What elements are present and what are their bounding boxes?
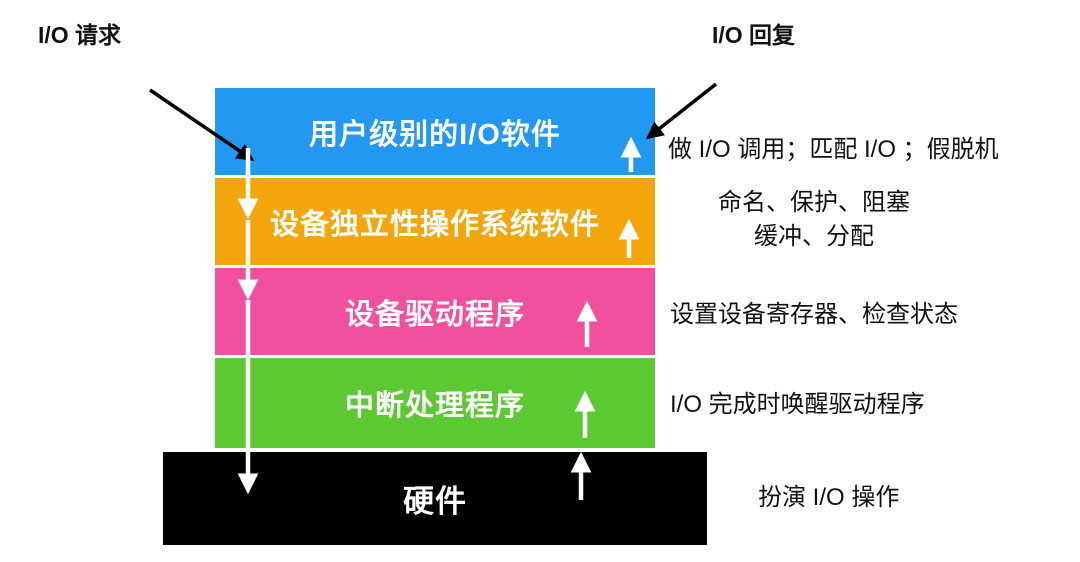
annotation-user-level-io: 做 I/O 调用；匹配 I/O ；假脱机 <box>668 133 999 167</box>
layer-hardware-label: 硬件 <box>403 484 467 519</box>
layer-device-driver: 设备驱动程序 <box>215 268 655 355</box>
layer-device-independent-os-software: 设备独立性操作系统软件 <box>215 178 655 265</box>
io-reply-arrow <box>645 82 718 140</box>
annotation-line: I/O 完成时唤醒驱动程序 <box>670 391 925 418</box>
annotation-device-driver: 设置设备寄存器、检查状态 <box>670 298 958 332</box>
layer-device-driver-label: 设备驱动程序 <box>344 298 525 331</box>
annotation-hardware: 扮演 I/O 操作 <box>758 481 899 515</box>
layer-interrupt-handler-label: 中断处理程序 <box>344 390 525 422</box>
layer-user-level-io-software-label: 用户级别的I/O软件 <box>309 118 561 151</box>
annotation-line: 做 I/O 调用；匹配 I/O ；假脱机 <box>668 136 999 163</box>
software-layer-stack: 用户级别的I/O软件 设备独立性操作系统软件 设备驱动程序 中断处理程序 <box>215 88 655 448</box>
layer-device-independent-os-software-label: 设备独立性操作系统软件 <box>269 208 600 241</box>
annotation-interrupt-handler: I/O 完成时唤醒驱动程序 <box>670 388 925 422</box>
annotation-device-independent: 命名、保护、阻塞 缓冲、分配 <box>668 186 960 254</box>
layer-user-level-io-software: 用户级别的I/O软件 <box>215 88 655 175</box>
io-request-label: I/O 请求 <box>38 22 122 48</box>
io-reply-label: I/O 回复 <box>712 22 796 48</box>
annotation-line: 设置设备寄存器、检查状态 <box>670 301 958 328</box>
layer-interrupt-handler: 中断处理程序 <box>215 358 655 448</box>
annotation-line: 缓冲、分配 <box>754 223 874 250</box>
layer-hardware: 硬件 <box>163 452 707 545</box>
annotation-line: 命名、保护、阻塞 <box>718 189 910 216</box>
annotation-line: 扮演 I/O 操作 <box>758 484 900 511</box>
